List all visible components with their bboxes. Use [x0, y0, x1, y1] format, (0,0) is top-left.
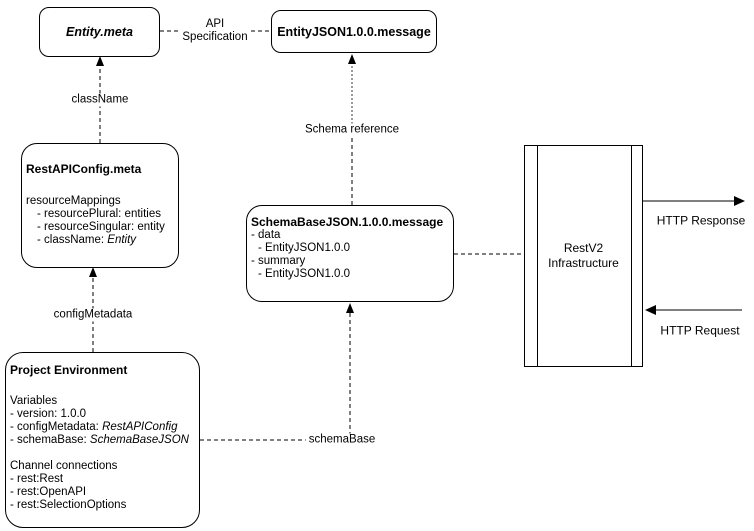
classname-arrowhead-icon [96, 56, 104, 66]
data-line: - data [251, 229, 281, 241]
channel-connections-header: Channel connections [10, 460, 118, 472]
resource-plural-line: - resourcePlural: entities [37, 208, 161, 220]
entity-meta-title: Entity.meta [66, 25, 133, 39]
entity-json-message-node: EntityJSON1.0.0.message [271, 10, 437, 53]
schemabase-edge [200, 310, 351, 441]
configmetadata-label: configMetadata [50, 308, 136, 322]
api-specification-label-line2: Specification [182, 31, 248, 43]
http-request-label: HTTP Request [660, 323, 740, 338]
process-bar-left [537, 146, 538, 366]
http-request-arrowhead-icon [645, 305, 656, 315]
data-entityjson-line: - EntityJSON1.0.0 [258, 242, 351, 254]
resource-singular-line: - resourceSingular: entity [37, 221, 165, 233]
restv2-title-line2: Infrastructure [548, 256, 619, 270]
entity-meta-node: Entity.meta [39, 7, 160, 57]
variables-header: Variables [10, 395, 58, 407]
http-response-label: HTTP Response [656, 213, 746, 228]
api-specification-label-line1: API [205, 18, 225, 30]
schemabase-label: schemaBase [305, 433, 379, 447]
process-bar-right [631, 146, 632, 366]
schema-base-line-prefix: - schemaBase: [10, 434, 90, 446]
restv2-title-line1: RestV2 [563, 241, 604, 255]
summary-entityjson-line: - EntityJSON1.0.0 [258, 268, 351, 280]
http-response-arrowhead-icon [734, 196, 745, 206]
blank-line [10, 447, 196, 460]
classname-line-prefix: - className: [37, 234, 108, 246]
classname-line: - className: Entity [26, 234, 175, 247]
restv2-infrastructure-node: RestV2 Infrastructure [524, 145, 643, 367]
classname-label: className [68, 93, 132, 107]
entity-json-message-title: EntityJSON1.0.0.message [277, 24, 431, 39]
resource-mappings-header: resourceMappings [26, 195, 121, 207]
schemabase-arrowhead-icon [346, 303, 354, 313]
schema-base-line-value: SchemaBaseJSON [89, 434, 189, 446]
project-environment-title: Project Environment [10, 363, 128, 377]
channel-rest-selectionoptions-line: - rest:SelectionOptions [10, 499, 127, 511]
schema-base-message-title: SchemaBaseJSON.1.0.0.message [251, 215, 444, 229]
rest-api-config-title: RestAPIConfig.meta [26, 162, 142, 176]
schema-reference-label: Schema reference [302, 123, 402, 137]
config-metadata-line: - configMetadata: RestAPIConfig [10, 421, 196, 434]
classname-line-value: Entity [107, 234, 137, 246]
channel-rest-rest-line: - rest:Rest [10, 473, 64, 485]
schema-reference-arrowhead-icon [348, 54, 356, 64]
summary-line: - summary [251, 255, 306, 267]
config-metadata-line-prefix: - configMetadata: [10, 421, 103, 433]
channel-rest-openapi-line: - rest:OpenAPI [10, 486, 87, 498]
rest-api-config-node: RestAPIConfig.meta resourceMappings - re… [21, 143, 179, 268]
configmetadata-arrowhead-icon [89, 267, 97, 277]
project-environment-node: Project Environment Variables - version:… [5, 352, 200, 528]
config-metadata-line-value: RestAPIConfig [102, 421, 178, 433]
version-line: - version: 1.0.0 [10, 408, 87, 420]
schema-base-message-node: SchemaBaseJSON.1.0.0.message - data - En… [246, 205, 454, 302]
api-specification-label: API Specification [179, 18, 251, 44]
schema-base-line: - schemaBase: SchemaBaseJSON [10, 434, 196, 447]
